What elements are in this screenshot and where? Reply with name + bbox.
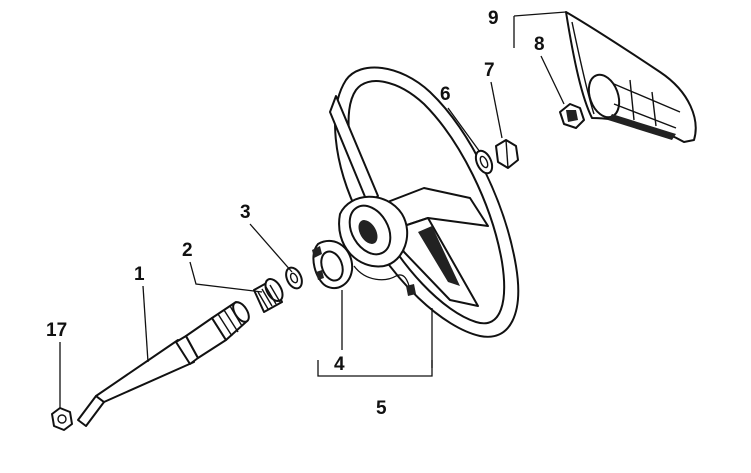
callout-7: 7 [484,60,495,81]
leader-lines [59,11,567,408]
callout-17: 17 [46,320,67,341]
callout-5: 5 [376,398,387,419]
horn-contact-ring [312,239,354,289]
callout-3: 3 [240,202,251,223]
callout-2: 2 [182,240,193,261]
steering-wheel [329,66,520,338]
washer [285,266,303,290]
cap-insert [559,103,585,129]
callout-labels: 1 2 3 4 5 6 7 8 9 17 [46,8,545,419]
splined-hub [253,278,284,313]
center-cover [565,11,697,143]
callout-8: 8 [534,34,545,55]
steering-shaft [77,301,250,427]
callout-1: 1 [134,264,145,285]
callout-4: 4 [334,354,345,375]
wheel-nut [495,139,519,169]
callout-6: 6 [440,84,451,105]
callout-9: 9 [488,8,499,29]
shaft-nut [51,407,73,431]
